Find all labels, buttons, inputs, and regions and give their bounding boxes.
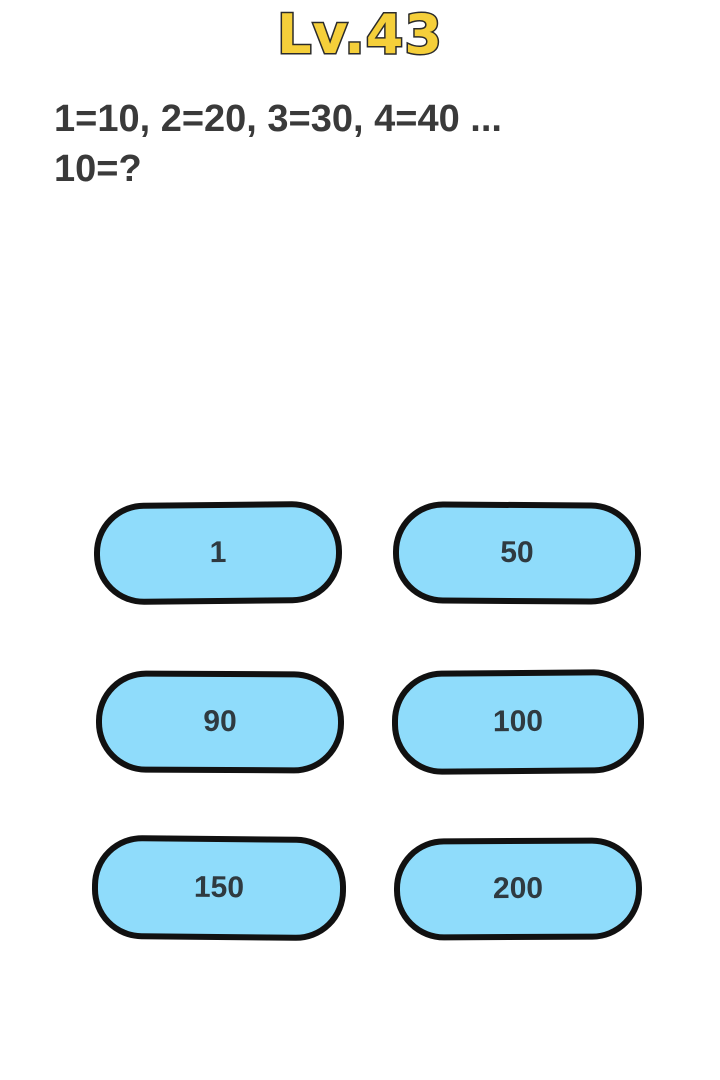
answer-button-90[interactable]: 90	[95, 670, 345, 774]
answer-button-1[interactable]: 1	[93, 500, 343, 606]
answer-button-200[interactable]: 200	[393, 837, 643, 941]
question-line-2: 10=?	[54, 148, 142, 190]
answer-button-150[interactable]: 150	[91, 834, 347, 942]
level-title: Lv.43	[276, 2, 444, 68]
answer-label: 1	[209, 535, 227, 570]
answer-label: 200	[492, 871, 544, 906]
question-text: 1=10, 2=20, 3=30, 4=40 ... 10=?	[54, 94, 674, 194]
answer-label: 100	[492, 704, 544, 739]
answer-label: 150	[193, 870, 245, 905]
answer-button-100[interactable]: 100	[391, 668, 645, 776]
answer-label: 50	[500, 535, 534, 570]
answer-label: 90	[203, 704, 237, 739]
answer-button-50[interactable]: 50	[392, 501, 642, 605]
question-line-1: 1=10, 2=20, 3=30, 4=40 ...	[54, 98, 502, 140]
